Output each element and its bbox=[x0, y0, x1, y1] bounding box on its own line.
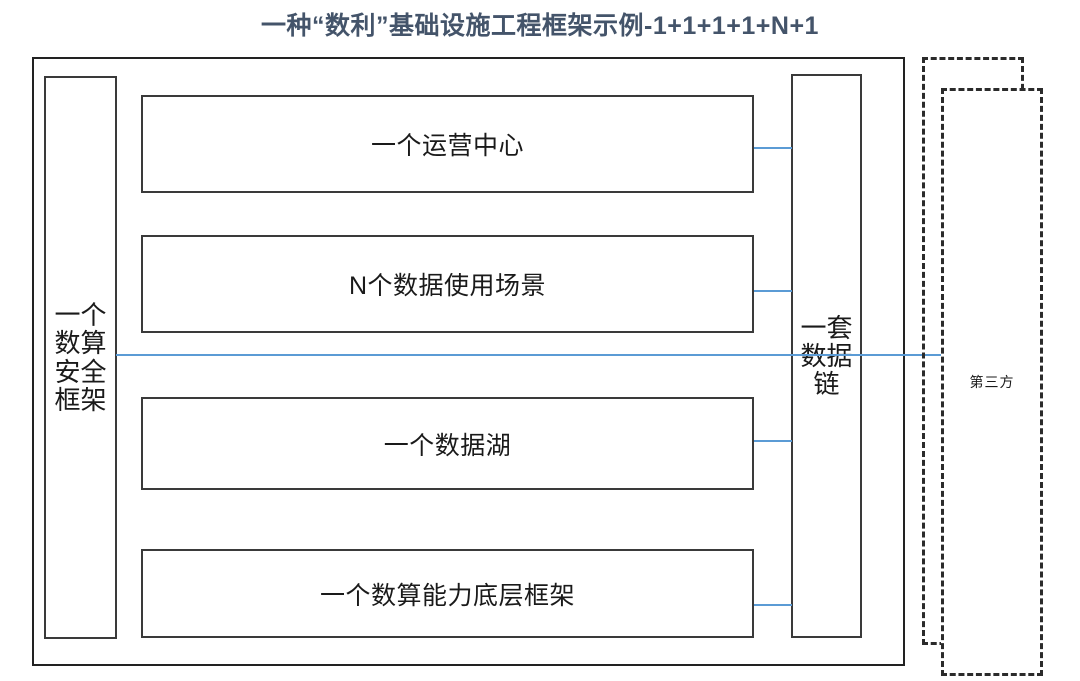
third-party-box: 第三方 bbox=[941, 88, 1043, 676]
connector-spine-line bbox=[116, 354, 945, 356]
right-pillar-box: 一套 数据 链 bbox=[791, 74, 862, 638]
outer-frame bbox=[32, 57, 905, 666]
center-box-computing-foundation: 一个数算能力底层框架 bbox=[141, 549, 754, 638]
center-box-label-3: 一个数据湖 bbox=[383, 431, 512, 460]
connector-line-1 bbox=[754, 147, 792, 149]
center-box-data-usage-scenarios: N个数据使用场景 bbox=[141, 235, 754, 333]
left-pillar-box: 一个 数算 安全 框架 bbox=[44, 76, 117, 639]
center-box-label-4: 一个数算能力底层框架 bbox=[319, 581, 575, 610]
right-pillar-line-3: 链 bbox=[813, 369, 840, 400]
left-pillar-line-1: 一个 bbox=[54, 300, 107, 331]
left-pillar-line-4: 框架 bbox=[54, 384, 107, 415]
right-pillar-line-1: 一套 bbox=[800, 312, 853, 343]
center-box-operations-center: 一个运营中心 bbox=[141, 95, 754, 193]
right-pillar-label: 一套 数据 链 bbox=[800, 314, 852, 398]
center-box-data-lake: 一个数据湖 bbox=[141, 397, 754, 490]
connector-line-4 bbox=[754, 604, 792, 606]
connector-line-3 bbox=[754, 440, 792, 442]
left-pillar-label: 一个 数算 安全 框架 bbox=[54, 301, 106, 413]
center-box-label-2: N个数据使用场景 bbox=[348, 272, 547, 300]
left-pillar-line-2: 数算 bbox=[54, 328, 107, 359]
third-party-label: 第三方 bbox=[969, 374, 1015, 390]
page-title: 一种“数利”基础设施工程框架示例-1+1+1+1+N+1 bbox=[261, 12, 819, 40]
connector-line-2 bbox=[754, 290, 792, 292]
center-box-label-1: 一个运营中心 bbox=[370, 132, 524, 160]
left-pillar-line-3: 安全 bbox=[54, 356, 107, 387]
